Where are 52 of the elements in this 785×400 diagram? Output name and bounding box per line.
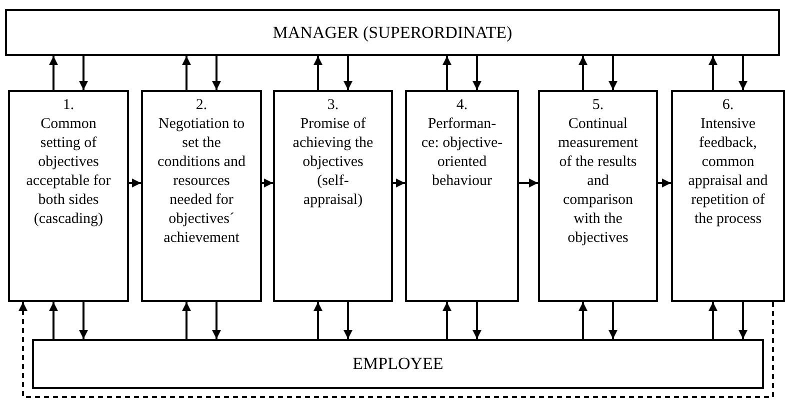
step-text: Continual measurement of the results and comparison with the objectives xyxy=(557,115,639,248)
step-box xyxy=(538,90,658,302)
arrow xyxy=(49,56,58,90)
arrow xyxy=(708,302,718,339)
actor-band xyxy=(5,9,780,56)
arrow xyxy=(472,56,482,90)
step-text: Performan- ce: objective- oriented behaviour xyxy=(420,115,504,191)
arrow xyxy=(608,56,618,90)
step-text: Promise of achieving the objectives (self- appraisal) xyxy=(292,115,374,210)
arrow xyxy=(578,302,588,339)
step-box xyxy=(8,90,129,302)
step-text: Common setting of objectives acceptable for both sides (cascading) xyxy=(25,115,112,229)
arrow xyxy=(738,302,748,339)
band-label: EMPLOYEE xyxy=(352,354,444,374)
step-number: 2. xyxy=(196,96,208,115)
step-box xyxy=(671,90,785,302)
arrow xyxy=(182,302,191,339)
step-box xyxy=(141,90,262,302)
actor-band xyxy=(32,339,764,389)
step-text: Negotiation to set the conditions and resources needed for objectives´ achievement xyxy=(156,115,246,248)
arrow xyxy=(578,56,588,90)
arrow xyxy=(519,178,538,188)
arrow xyxy=(344,302,352,339)
arrow xyxy=(658,178,671,188)
arrow xyxy=(79,302,88,339)
step-number: 5. xyxy=(592,96,604,115)
arrow xyxy=(344,56,352,90)
dashed-feedback-arrow xyxy=(18,302,774,398)
arrow xyxy=(212,56,221,90)
step-number: 1. xyxy=(62,96,74,115)
arrow xyxy=(314,302,322,339)
arrow xyxy=(129,178,141,188)
arrow xyxy=(442,302,452,339)
step-number: 6. xyxy=(722,96,734,115)
arrow xyxy=(442,56,452,90)
step-box xyxy=(273,90,393,302)
arrow xyxy=(314,56,322,90)
arrow xyxy=(608,302,618,339)
step-number: 3. xyxy=(327,96,339,115)
arrow xyxy=(708,56,718,90)
arrow xyxy=(212,302,221,339)
step-number: 4. xyxy=(456,96,468,115)
arrow xyxy=(472,302,482,339)
arrow xyxy=(393,178,405,188)
arrow xyxy=(262,178,273,188)
arrow xyxy=(49,302,58,339)
arrow xyxy=(182,56,191,90)
step-text: Intensive feedback, common appraisal and repetition of the process xyxy=(687,115,769,229)
step-box xyxy=(405,90,519,302)
arrow xyxy=(738,56,748,90)
band-label: MANAGER (SUPERORDINATE) xyxy=(272,22,512,42)
arrow xyxy=(79,56,88,90)
